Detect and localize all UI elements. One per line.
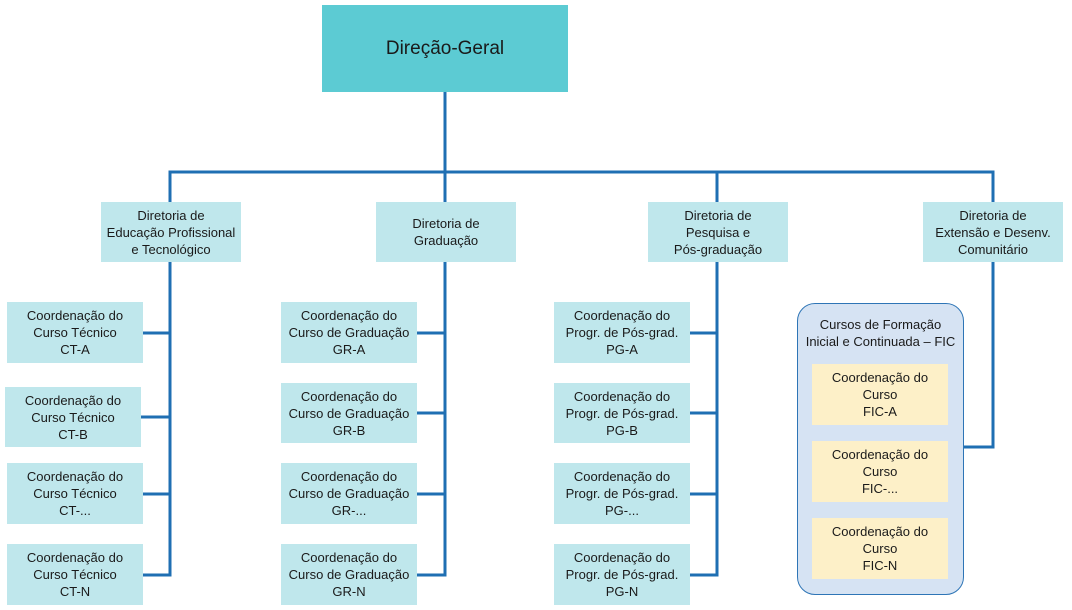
diretoria-label-line: Diretoria de	[412, 216, 480, 231]
coord-code: PG-...	[605, 503, 639, 518]
coord-ct-etc[interactable]: Coordenação do Curso Técnico CT-...	[7, 463, 143, 524]
diretoria-pesquisa[interactable]: Diretoria de Pesquisa e Pós-graduação	[648, 202, 788, 262]
coord-code: PG-B	[606, 422, 638, 438]
coord-label: Coordenação do	[573, 550, 671, 565]
coord-label: Curso de Graduação	[288, 486, 410, 501]
diretoria-educacao-profissional[interactable]: Diretoria de Educação Profissional e Tec…	[101, 202, 241, 262]
coord-fic-etc[interactable]: Coordenação do Curso FIC-...	[812, 441, 948, 502]
diretoria-label-line: Pesquisa e	[685, 224, 751, 240]
coord-code: CT-B	[58, 426, 88, 442]
diretoria-label-line: Diretoria de	[137, 207, 205, 223]
coord-code: PG-N	[605, 584, 639, 599]
coord-label: Progr. de Pós-grad.	[565, 325, 679, 340]
coord-label: Curso Técnico	[33, 486, 117, 501]
coord-label: Coordenação do	[300, 550, 398, 565]
coord-label: Curso de Graduação	[288, 325, 410, 340]
direcao-geral-title: Direção-Geral	[385, 38, 505, 59]
coord-label: Coordenação do	[300, 469, 398, 484]
coord-ct-b[interactable]: Coordenação do Curso Técnico CT-B	[5, 387, 141, 447]
coord-pg-n[interactable]: Coordenação do Progr. de Pós-grad. PG-N	[554, 544, 690, 605]
coord-label: Progr. de Pós-grad.	[565, 486, 679, 501]
coord-label: Coordenação do	[26, 550, 124, 565]
coord-code: CT-A	[60, 342, 90, 357]
diretoria-label-line: Comunitário	[957, 241, 1029, 257]
coord-label: Curso Técnico	[33, 325, 117, 340]
coord-code: FIC-...	[861, 481, 899, 496]
diretoria-graduacao[interactable]: Diretoria de Graduação	[376, 202, 516, 262]
coord-code: FIC-N	[862, 558, 898, 573]
coord-gr-etc[interactable]: Coordenação do Curso de Graduação GR-...	[281, 463, 417, 524]
coord-gr-b[interactable]: Coordenação do Curso de Graduação GR-B	[281, 383, 417, 443]
coord-code: GR-...	[331, 503, 367, 518]
coord-gr-n[interactable]: Coordenação do Curso de Graduação GR-N	[281, 544, 417, 605]
coord-label: Curso Técnico	[31, 409, 115, 425]
coord-fic-n[interactable]: Coordenação do Curso FIC-N	[812, 518, 948, 579]
coord-code: PG-A	[606, 342, 638, 357]
coord-label: Coordenação do	[573, 308, 671, 323]
diretoria-label-line: e Tecnológico	[131, 241, 211, 257]
coord-label: Curso	[862, 464, 898, 479]
coord-label: Progr. de Pós-grad.	[565, 405, 679, 421]
coord-label: Coordenação do	[26, 308, 124, 323]
diretoria-label-line: Educação Profissional	[106, 224, 236, 240]
coord-pg-a[interactable]: Coordenação do Progr. de Pós-grad. PG-A	[554, 302, 690, 363]
coord-code: CT-...	[59, 503, 91, 518]
coord-label: Coordenação do	[831, 370, 929, 385]
coord-label: Coordenação do	[831, 524, 929, 539]
fic-group-title: Cursos de Formação Inicial e Continuada …	[798, 316, 963, 350]
diretoria-label-line: Diretoria de	[959, 207, 1027, 223]
fic-title-line: Inicial e Continuada – FIC	[805, 334, 956, 349]
coord-label: Curso de Graduação	[288, 567, 410, 582]
diretoria-label-line: Pós-graduação	[673, 241, 763, 257]
coord-label: Coordenação do	[300, 308, 398, 323]
direcao-geral-box[interactable]: Direção-Geral	[322, 5, 568, 92]
coord-pg-b[interactable]: Coordenação do Progr. de Pós-grad. PG-B	[554, 383, 690, 443]
coord-label: Curso de Graduação	[288, 405, 410, 421]
coord-label: Curso Técnico	[33, 567, 117, 582]
coord-label: Curso	[862, 387, 898, 402]
coord-gr-a[interactable]: Coordenação do Curso de Graduação GR-A	[281, 302, 417, 363]
coord-code: FIC-A	[863, 404, 897, 419]
coord-ct-a[interactable]: Coordenação do Curso Técnico CT-A	[7, 302, 143, 363]
fic-title-line: Cursos de Formação	[819, 317, 942, 332]
coord-label: Coordenação do	[831, 447, 929, 462]
coord-fic-a[interactable]: Coordenação do Curso FIC-A	[812, 364, 948, 425]
diretoria-label-line: Diretoria de	[684, 207, 752, 223]
coord-code: GR-A	[332, 342, 366, 357]
diretoria-label-line: Extensão e Desenv.	[935, 224, 1051, 240]
coord-label: Coordenação do	[573, 469, 671, 484]
coord-label: Coordenação do	[300, 388, 398, 404]
coord-code: GR-B	[332, 422, 366, 438]
diretoria-extensao[interactable]: Diretoria de Extensão e Desenv. Comunitá…	[923, 202, 1063, 262]
coord-label: Curso	[862, 541, 898, 556]
coord-label: Coordenação do	[26, 469, 124, 484]
coord-label: Coordenação do	[573, 388, 671, 404]
coord-pg-etc[interactable]: Coordenação do Progr. de Pós-grad. PG-..…	[554, 463, 690, 524]
diretoria-label-line: Graduação	[413, 233, 479, 248]
coord-code: CT-N	[59, 584, 91, 599]
coord-code: GR-N	[332, 584, 366, 599]
coord-label: Progr. de Pós-grad.	[565, 567, 679, 582]
coord-label: Coordenação do	[24, 392, 122, 408]
coord-ct-n[interactable]: Coordenação do Curso Técnico CT-N	[7, 544, 143, 605]
